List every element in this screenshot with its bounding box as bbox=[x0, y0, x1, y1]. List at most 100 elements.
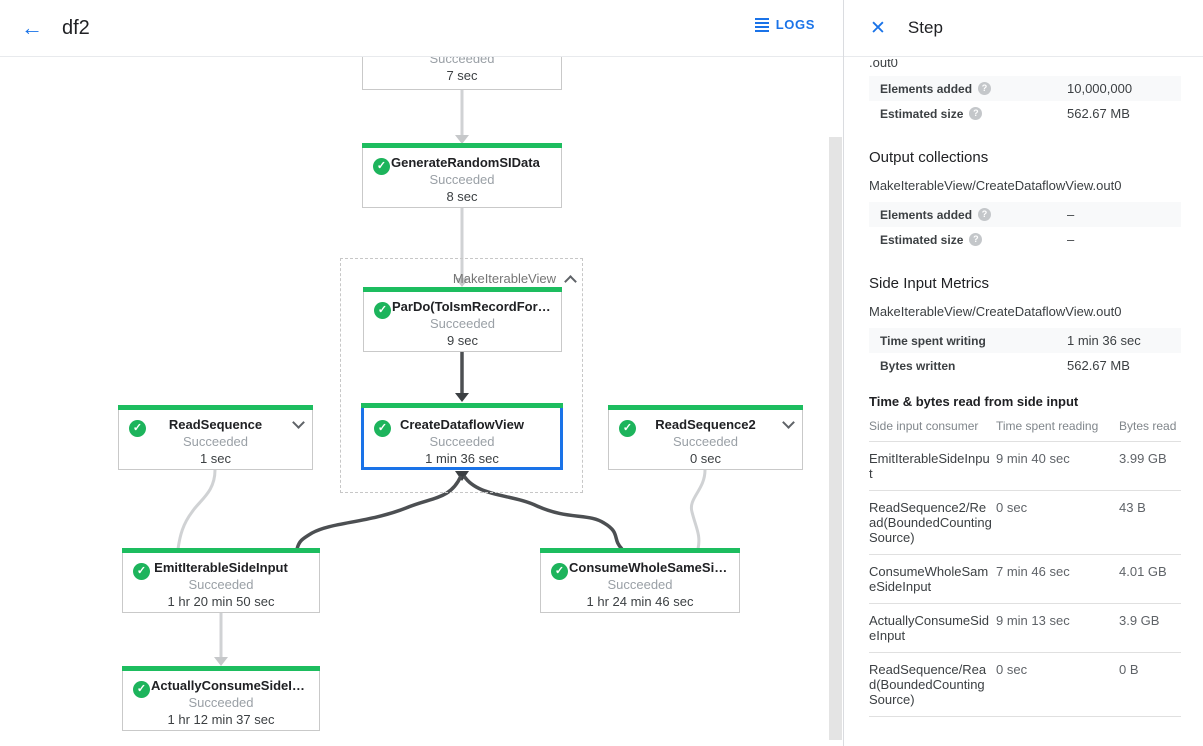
node-status: Succeeded bbox=[188, 577, 254, 592]
side-input-table-heading: Time & bytes read from side input bbox=[869, 394, 1079, 409]
node-title: EmitIterableSideInput bbox=[154, 560, 288, 575]
check-circle-icon: ✓ bbox=[374, 302, 391, 319]
node-status-bar bbox=[608, 405, 803, 410]
graph-node-generaterandomsidata[interactable]: ✓ GenerateRandomSIData Succeeded 8 sec bbox=[362, 143, 562, 208]
node-title: GenerateRandomSIData bbox=[391, 155, 540, 170]
chevron-down-icon[interactable] bbox=[784, 418, 792, 426]
graph-node-pardo-toismrecord[interactable]: ✓ ParDo(ToIsmRecordFor… Succeeded 9 sec bbox=[363, 287, 562, 352]
node-title: ReadSequence bbox=[168, 417, 263, 432]
graph-node-readsequence2[interactable]: ✓ ReadSequence2 Succeeded 0 sec bbox=[608, 405, 803, 470]
node-status-bar bbox=[363, 287, 562, 292]
close-icon[interactable]: ✕ bbox=[870, 17, 886, 39]
node-title: ConsumeWholeSameSi… bbox=[569, 560, 728, 575]
node-status-bar bbox=[540, 548, 740, 553]
node-status-bar bbox=[118, 405, 313, 410]
graph-node-readsequence[interactable]: ✓ ReadSequence Succeeded 1 sec bbox=[118, 405, 313, 470]
graph-node-actuallyconsumesideinput[interactable]: ✓ ActuallyConsumeSideI… Succeeded 1 hr 1… bbox=[122, 666, 320, 731]
table-row: EmitIterableSideInput 9 min 40 sec 3.99 … bbox=[869, 441, 1181, 491]
back-arrow-icon[interactable]: ← bbox=[21, 15, 43, 40]
node-time: 1 hr 24 min 46 sec bbox=[586, 594, 694, 609]
logs-button-label: LOGS bbox=[775, 17, 815, 32]
node-status-bar bbox=[122, 548, 320, 553]
node-time: 0 sec bbox=[689, 451, 722, 466]
output-metrics: Elements added ? – Estimated size ? – bbox=[869, 202, 1181, 252]
output-collections-heading: Output collections bbox=[869, 149, 989, 166]
help-icon[interactable]: ? bbox=[969, 107, 983, 120]
node-status: Succeeded bbox=[429, 172, 495, 187]
chevron-up-icon[interactable] bbox=[566, 277, 574, 285]
table-row: ReadSequence/Read(BoundedCountingSource)… bbox=[869, 652, 1181, 717]
input-metrics: Elements added ? 10,000,000 Estimated si… bbox=[869, 76, 1181, 126]
graph-edges bbox=[176, 90, 707, 666]
chevron-down-icon[interactable] bbox=[294, 418, 302, 426]
graph-node-consumewholesamesideinput[interactable]: ✓ ConsumeWholeSameSi… Succeeded 1 hr 24 … bbox=[540, 548, 740, 613]
metric-row: Elements added ? 10,000,000 bbox=[869, 76, 1181, 101]
help-icon[interactable]: ? bbox=[978, 208, 992, 221]
metric-row: Estimated size ? 562.67 MB bbox=[880, 106, 1130, 121]
node-title: ActuallyConsumeSideI… bbox=[151, 678, 305, 693]
edge-readseq-emit bbox=[176, 469, 217, 550]
graph-node-emititerablesideinput[interactable]: ✓ EmitIterableSideInput Succeeded 1 hr 2… bbox=[122, 548, 320, 613]
clipped-collection-line: .out0 bbox=[869, 59, 898, 70]
node-time: 1 min 36 sec bbox=[425, 451, 499, 466]
metric-row: Elements added ? – bbox=[869, 202, 1181, 227]
side-input-collection-name: MakeIterableView/CreateDataflowView.out0 bbox=[869, 304, 1122, 319]
table-row: ReadSequence2/Read(BoundedCountingSource… bbox=[869, 490, 1181, 555]
side-input-metrics-heading: Side Input Metrics bbox=[869, 275, 990, 292]
node-status-bar bbox=[122, 666, 320, 671]
side-input-write-metrics: Time spent writing 1 min 36 sec Bytes wr… bbox=[869, 328, 1181, 378]
node-status: Succeeded bbox=[429, 316, 496, 331]
metric-row: Estimated size ? – bbox=[880, 232, 1075, 247]
check-circle-icon: ✓ bbox=[373, 158, 390, 175]
edge-readseq2-consume bbox=[689, 469, 707, 550]
node-time: 7 sec bbox=[446, 68, 478, 83]
step-details-panel: ✕ Step .out0 Elements added ? 10,000,000… bbox=[843, 0, 1203, 746]
logs-button[interactable]: LOGS bbox=[754, 17, 815, 32]
edge-createview-emit bbox=[295, 475, 463, 550]
output-collection-name: MakeIterableView/CreateDataflowView.out0 bbox=[869, 178, 1122, 193]
node-status-bar bbox=[361, 403, 563, 408]
column-header: Side input consumer bbox=[869, 415, 996, 442]
job-graph-canvas[interactable]: MakeIterableView Succeeded 7 sec ✓ Gener… bbox=[0, 57, 843, 746]
panel-body: .out0 Elements added ? 10,000,000 Estima… bbox=[844, 57, 1203, 717]
node-status: Succeeded bbox=[672, 434, 739, 449]
node-status: Succeeded bbox=[188, 695, 254, 710]
transform-group-makeiterableview[interactable]: MakeIterableView bbox=[340, 258, 583, 493]
arrowhead-createview-out bbox=[455, 471, 469, 481]
node-status-bar bbox=[362, 143, 562, 148]
table-row: ActuallyConsumeSideInput 9 min 13 sec 3.… bbox=[869, 603, 1181, 653]
node-title: CreateDataflowView bbox=[399, 417, 525, 432]
arrowhead-generate bbox=[455, 135, 469, 144]
table-row: ConsumeWholeSameSideInput 7 min 46 sec 4… bbox=[869, 554, 1181, 604]
list-icon bbox=[754, 17, 769, 32]
help-icon[interactable]: ? bbox=[978, 82, 992, 95]
node-time: 8 sec bbox=[446, 189, 478, 204]
top-app-bar: ← df2 LOGS bbox=[0, 0, 843, 57]
node-time: 1 hr 12 min 37 sec bbox=[167, 712, 275, 727]
panel-header: ✕ Step bbox=[844, 0, 1203, 57]
arrowhead-pardo bbox=[455, 278, 469, 287]
help-icon[interactable]: ? bbox=[969, 233, 983, 246]
group-label[interactable]: MakeIterableView bbox=[452, 271, 556, 286]
check-circle-icon: ✓ bbox=[133, 563, 150, 580]
graph-scrollbar[interactable] bbox=[829, 137, 842, 740]
job-name: df2 bbox=[62, 16, 90, 39]
graph-node-createdataflowview[interactable]: ✓ CreateDataflowView Succeeded 1 min 36 … bbox=[361, 403, 563, 470]
check-circle-icon: ✓ bbox=[551, 563, 568, 580]
column-header: Time spent reading bbox=[996, 415, 1119, 442]
node-time: 9 sec bbox=[446, 333, 479, 348]
arrowhead-actually bbox=[214, 657, 228, 666]
graph-node-top-partial[interactable]: Succeeded 7 sec bbox=[362, 57, 562, 90]
metric-row: Bytes written 562.67 MB bbox=[880, 358, 1130, 373]
node-status: Succeeded bbox=[429, 434, 495, 449]
node-time: 1 sec bbox=[199, 451, 232, 466]
arrowhead-createview bbox=[455, 393, 469, 402]
node-title: ReadSequence2 bbox=[655, 417, 756, 432]
check-circle-icon: ✓ bbox=[133, 681, 150, 698]
node-status: Succeeded bbox=[607, 577, 673, 592]
panel-title: Step bbox=[907, 18, 943, 37]
check-circle-icon: ✓ bbox=[374, 420, 391, 437]
check-circle-icon: ✓ bbox=[619, 420, 636, 437]
edge-createview-consume bbox=[462, 474, 624, 551]
